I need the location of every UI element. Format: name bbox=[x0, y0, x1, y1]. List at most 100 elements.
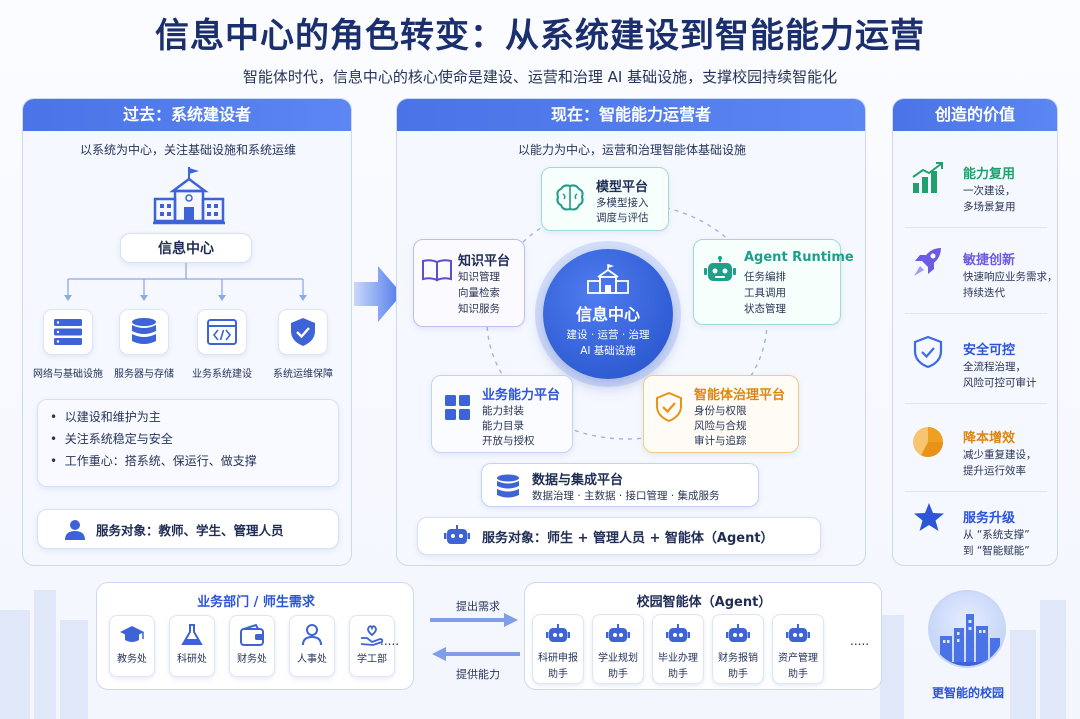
value-item-line: 从 “系统支撑” bbox=[963, 529, 1030, 541]
request-label: 提出需求 bbox=[456, 600, 500, 613]
flask-icon bbox=[181, 624, 203, 645]
value-item-title: 敏捷创新 bbox=[963, 253, 1016, 268]
center-hub-line: AI 基础设施 bbox=[580, 345, 636, 357]
now-panel: 现在：智能能力运营者 以能力为中心，运营和治理智能体基础设施 信息中心 建设 ·… bbox=[396, 98, 866, 566]
value-item-line: 全流程治理， bbox=[963, 361, 1026, 373]
knowledge-platform-card: 知识平台 知识管理 向量检索 知识服务 bbox=[413, 239, 525, 327]
wallet-icon bbox=[240, 624, 264, 646]
past-panel: 过去：系统建设者 以系统为中心，关注基础设施和系统运维 信息中心 bbox=[22, 98, 352, 566]
department-财务处: 财务处 bbox=[229, 615, 275, 677]
department-学工部: 学工部 bbox=[349, 615, 395, 677]
business-platform-line: 能力封装 bbox=[482, 405, 524, 417]
value-item-title: 能力复用 bbox=[963, 167, 1016, 182]
divider bbox=[905, 491, 1047, 492]
agent-tile-label: 科研申报 bbox=[538, 653, 578, 664]
smart-campus-globe bbox=[928, 590, 1006, 668]
agent-tile-label: 助手 bbox=[788, 669, 808, 680]
robot-icon bbox=[546, 624, 570, 642]
agent-runtime-line: 任务编排 bbox=[744, 271, 786, 283]
past-service-text: 服务对象：教师、学生、管理人员 bbox=[96, 522, 284, 538]
person-icon bbox=[302, 624, 322, 646]
robot-icon bbox=[606, 624, 630, 642]
school-building-icon bbox=[153, 167, 225, 225]
departments-title: 业务部门 / 师生需求 bbox=[197, 595, 315, 610]
robot-icon bbox=[666, 624, 690, 642]
value-item-line: 到 “智能赋能” bbox=[963, 545, 1030, 557]
shield-check-icon bbox=[656, 392, 682, 422]
book-icon bbox=[422, 259, 452, 282]
past-note: 以系统为中心，关注基础设施和系统运维 bbox=[79, 143, 296, 157]
now-note: 以能力为中心，运营和治理智能体基础设施 bbox=[517, 143, 746, 157]
school-building-icon bbox=[587, 264, 629, 294]
department-人事处: 人事处 bbox=[289, 615, 335, 677]
database-icon bbox=[119, 309, 169, 355]
city-skyline-decoration bbox=[0, 590, 1066, 719]
value-panel-title: 创造的价值 bbox=[893, 99, 1057, 131]
agent-tile-label: 助手 bbox=[608, 669, 628, 680]
department-label: 财务处 bbox=[237, 654, 267, 665]
past-service-box: 服务对象：教师、学生、管理人员 bbox=[37, 509, 339, 549]
right-arrow-icon bbox=[430, 613, 518, 627]
value-item-line: 一次建设， bbox=[963, 185, 1016, 197]
department-label: 教务处 bbox=[117, 654, 147, 665]
now-service-box: 服务对象：师生 + 管理人员 + 智能体（Agent） bbox=[417, 517, 821, 555]
rocket-icon bbox=[914, 248, 941, 276]
knowledge-platform-title: 知识平台 bbox=[458, 254, 511, 269]
server-icon bbox=[43, 309, 93, 355]
transition-arrow-icon bbox=[354, 266, 402, 322]
heart-hand-icon bbox=[360, 625, 384, 646]
knowledge-platform-line: 向量检索 bbox=[458, 287, 500, 299]
past-panel-title: 过去：系统建设者 bbox=[23, 99, 351, 131]
agent-tile-label: 助手 bbox=[728, 669, 748, 680]
database-icon bbox=[497, 474, 519, 498]
value-item-title: 服务升级 bbox=[963, 511, 1016, 526]
agent-runtime-line: 状态管理 bbox=[744, 303, 786, 315]
past-bullets-box: • 以建设和维护为主 • 关注系统稳定与安全 • 工作重心：搭系统、保运行、做支… bbox=[37, 399, 339, 487]
tree-connector bbox=[64, 263, 307, 301]
brain-icon bbox=[556, 184, 584, 211]
governance-platform-card: 智能体治理平台 身份与权限 风险与合规 审计与追踪 bbox=[643, 375, 799, 453]
department-科研处: 科研处 bbox=[169, 615, 215, 677]
value-item-line: 快速响应业务需求， bbox=[963, 271, 1058, 283]
bar-chart-icon bbox=[912, 162, 943, 193]
agent-tile-label: 资产管理 bbox=[778, 653, 818, 664]
past-item-label: 系统运维保障 bbox=[273, 369, 333, 380]
center-hub: 信息中心 建设 · 运营 · 治理 AI 基础设施 bbox=[543, 249, 673, 379]
governance-platform-line: 身份与权限 bbox=[694, 405, 747, 417]
page-subtitle: 智能体时代，信息中心的核心使命是建设、运营和治理 AI 基础设施，支撑校园持续智… bbox=[242, 68, 838, 86]
agent-tile-label: 毕业办理 bbox=[658, 653, 698, 664]
data-platform-card: 数据与集成平台 数据治理 · 主数据 · 接口管理 · 集成服务 bbox=[481, 463, 759, 507]
page-title: 信息中心的角色转变：从系统建设到智能能力运营 bbox=[155, 16, 925, 56]
past-item-label: 服务器与存储 bbox=[114, 369, 174, 380]
person-icon bbox=[65, 520, 85, 540]
value-item-line: 减少重复建设， bbox=[963, 449, 1037, 461]
agents-more: ..... bbox=[850, 634, 870, 648]
value-item-line: 多场景复用 bbox=[963, 201, 1016, 213]
smart-campus-label: 更智能的校园 bbox=[931, 686, 1004, 700]
past-center-node: 信息中心 bbox=[120, 233, 252, 263]
left-arrow-icon bbox=[432, 647, 520, 661]
departments-more: ..... bbox=[380, 634, 400, 648]
governance-platform-line: 审计与追踪 bbox=[694, 435, 747, 447]
model-platform-title: 模型平台 bbox=[596, 180, 649, 195]
past-item-label: 网络与基础设施 bbox=[33, 369, 103, 380]
value-item-line: 风险可控可审计 bbox=[963, 377, 1037, 389]
governance-platform-line: 风险与合规 bbox=[694, 420, 747, 432]
department-教务处: 教务处 bbox=[109, 615, 155, 677]
agent-runtime-line: 工具调用 bbox=[744, 287, 786, 299]
bullet-item: • 关注系统稳定与安全 bbox=[50, 432, 173, 446]
department-label: 学工部 bbox=[357, 654, 387, 665]
graduation-cap-icon bbox=[120, 626, 144, 642]
agent-tile-label: 学业规划 bbox=[598, 653, 638, 664]
now-service-text: 服务对象：师生 + 管理人员 + 智能体（Agent） bbox=[482, 530, 774, 546]
agent-tile-label: 助手 bbox=[548, 669, 568, 680]
agent-tile: 毕业办理助手 bbox=[652, 614, 704, 684]
center-hub-line: 建设 · 运营 · 治理 bbox=[566, 329, 650, 341]
business-platform-title: 业务能力平台 bbox=[482, 388, 561, 403]
bullet-item: • 以建设和维护为主 bbox=[50, 410, 161, 424]
agent-tile: 资产管理助手 bbox=[772, 614, 824, 684]
past-item-label: 业务系统建设 bbox=[192, 369, 252, 380]
provide-label: 提供能力 bbox=[456, 668, 500, 681]
now-panel-title: 现在：智能能力运营者 bbox=[397, 99, 865, 131]
model-platform-line: 多模型接入 bbox=[596, 197, 649, 209]
